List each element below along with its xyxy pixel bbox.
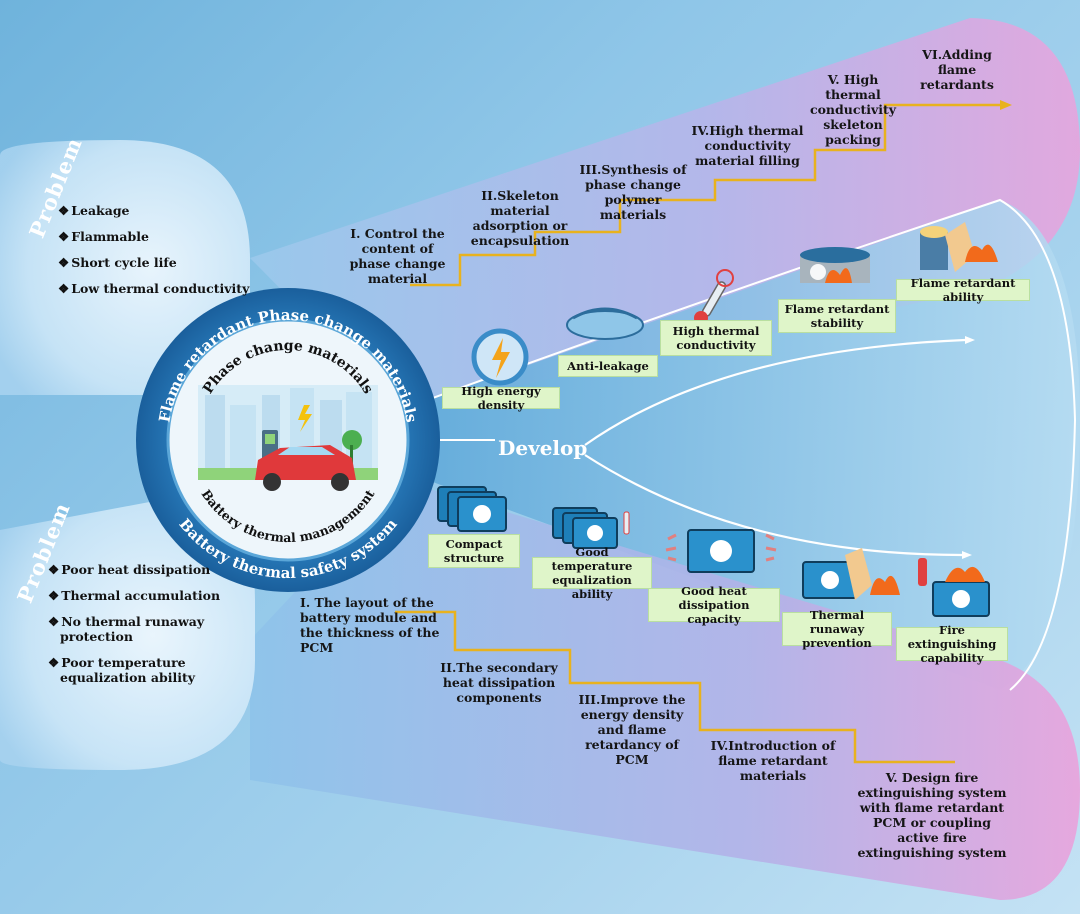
bottom-step-1: I. The layout of the battery module and … <box>300 595 440 655</box>
list-item: ❖Low thermal conductivity <box>58 281 250 296</box>
top-step-6: VI.Adding flame retardants <box>920 47 994 92</box>
label-fire-extinguishing-capability: Fire extinguishing capability <box>896 623 1008 665</box>
flame-retardant-icon <box>920 222 998 272</box>
flame-stability-icon <box>800 247 870 283</box>
label-flame-retardant-ability: Flame retardant ability <box>896 276 1030 304</box>
energy-density-icon <box>471 328 529 386</box>
bottom-staircase-line <box>395 610 955 764</box>
top-step-5: V. High thermal conductivity skeleton pa… <box>809 72 897 147</box>
problem-bubble-bottom <box>0 500 255 770</box>
list-item: ❖No thermal runaway protection <box>48 614 205 644</box>
bottom-fan <box>250 480 1080 900</box>
bottom-step-4: IV.Introduction of flame retardant mater… <box>710 738 836 783</box>
bottom-step-5: V. Design fire extinguishing system with… <box>857 770 1007 860</box>
middle-fan <box>400 200 1080 690</box>
list-item: ❖Leakage <box>58 203 130 218</box>
label-flame-retardant-stability: Flame retardant stability <box>778 299 896 333</box>
anti-leakage-icon <box>566 307 644 340</box>
list-item: ❖Poor temperature equalization ability <box>48 655 195 685</box>
top-step-3: III.Synthesis of phase change polymer ma… <box>579 162 687 222</box>
label-high-thermal-conductivity: High thermal conductivity <box>660 320 772 356</box>
label-heat-dissipation-capacity: Good heat dissipation capacity <box>648 584 780 626</box>
top-staircase-line <box>410 103 1000 287</box>
compact-battery-icon <box>437 486 507 532</box>
list-item: ❖Flammable <box>58 229 149 244</box>
runaway-prevention-icon <box>802 548 900 600</box>
list-item: ❖Short cycle life <box>58 255 177 270</box>
problem-top-list: ❖Leakage ❖Flammable ❖Short cycle life ❖L… <box>58 203 249 307</box>
problem-bottom-list: ❖Poor heat dissipation ❖Thermal accumula… <box>48 562 228 696</box>
top-step-4: IV.High thermal conductivity material fi… <box>691 123 804 168</box>
top-step-2: II.Skeleton material adsorption or encap… <box>470 188 570 248</box>
label-temperature-equalization: Good temperature equalization ability <box>532 545 652 601</box>
list-item: ❖Poor heat dissipation <box>48 562 211 577</box>
label-high-energy-density: High energy density <box>442 384 560 412</box>
fire-extinguishing-icon <box>918 558 990 617</box>
heat-dissipation-battery-icon <box>665 529 777 573</box>
bottom-step-3: III.Improve the energy density and flame… <box>578 692 686 767</box>
equalization-battery-icon <box>552 507 630 549</box>
bottom-step-2: II.The secondary heat dissipation compon… <box>440 660 558 705</box>
label-compact-structure: Compact structure <box>428 534 520 568</box>
develop-label: Develop <box>498 436 588 460</box>
top-step-1: I. Control the content of phase change m… <box>349 226 446 286</box>
list-item: ❖Thermal accumulation <box>48 588 221 603</box>
label-thermal-runaway-prevention: Thermal runaway prevention <box>782 608 892 650</box>
label-anti-leakage: Anti-leakage <box>558 355 658 377</box>
